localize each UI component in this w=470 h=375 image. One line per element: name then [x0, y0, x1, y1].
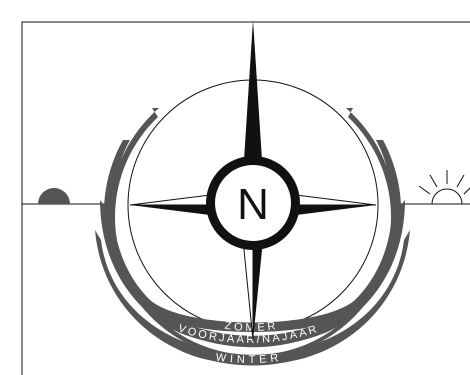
- north-label: N: [237, 180, 269, 229]
- season-label-winter: WINTER: [215, 352, 283, 367]
- sunrise-icon: [419, 170, 470, 204]
- sunset-icon: [38, 188, 70, 204]
